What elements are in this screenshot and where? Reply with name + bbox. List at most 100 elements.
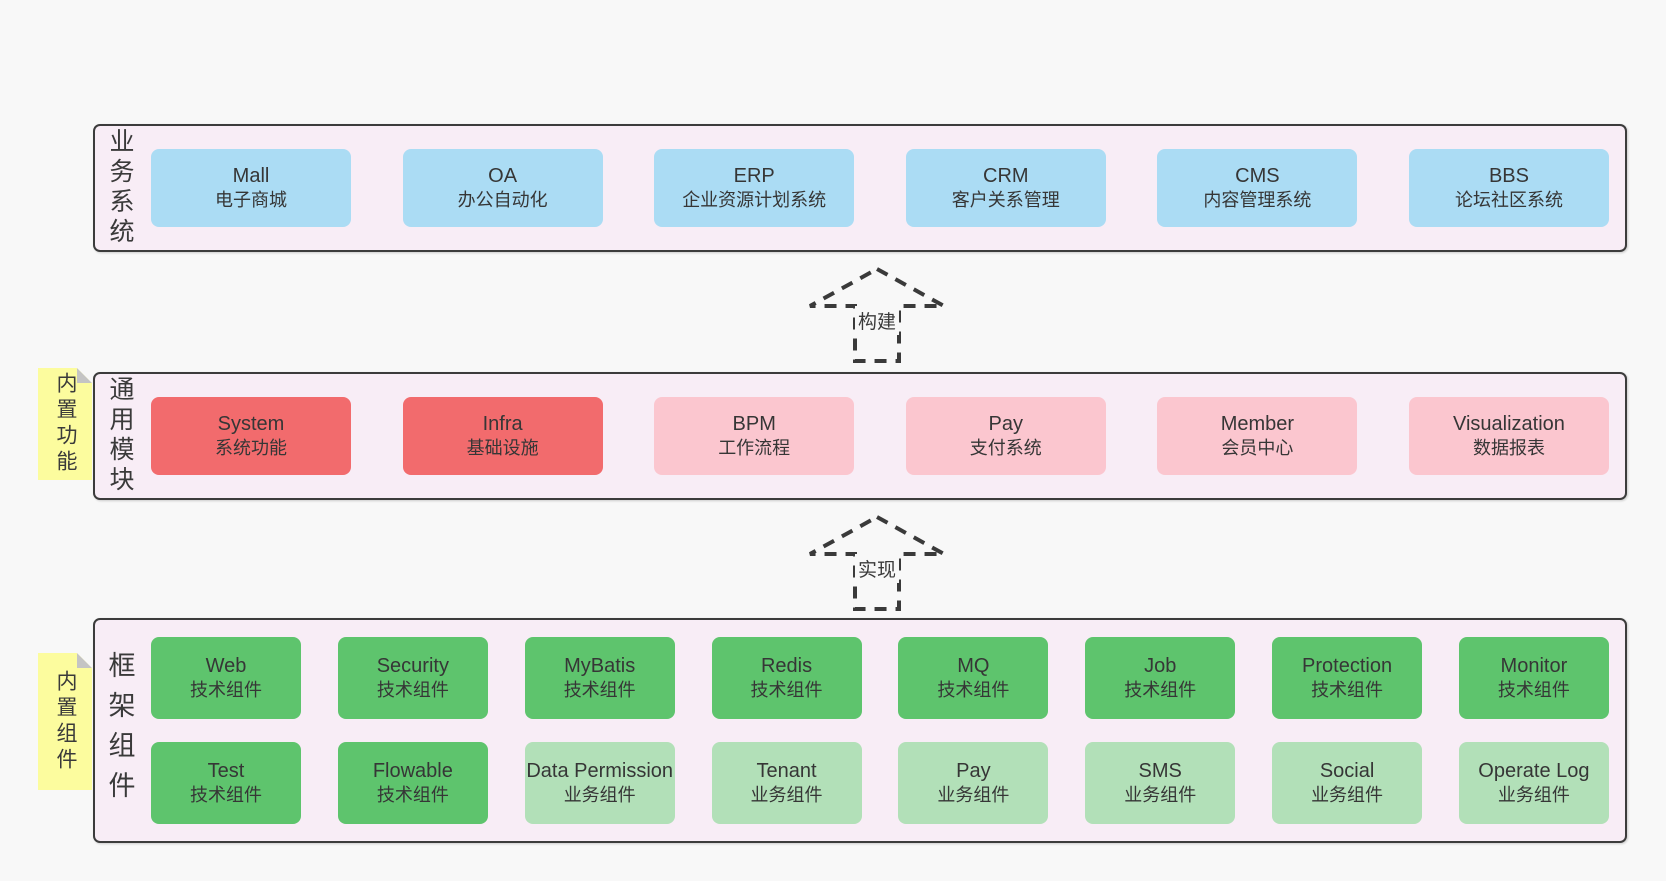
layer-framework-components: 框架组件 Web 技术组件 Security 技术组件 MyBatis 技术组件… [93,618,1627,843]
framework-components-row-1: Web 技术组件 Security 技术组件 MyBatis 技术组件 Redi… [151,637,1609,719]
node-title: Infra [482,412,523,435]
node-subtitle: 技术组件 [563,680,636,701]
layer-label-business-systems: 业务系统 [106,128,134,248]
node-title: Security [376,654,449,677]
node-crm: CRM 客户关系管理 [905,149,1106,227]
node-subtitle: 内容管理系统 [1203,190,1312,211]
node-title: Job [1144,654,1177,677]
node-title: ERP [733,164,775,187]
layer-business-systems: 业务系统 Mall 电子商城 OA 办公自动化 ERP 企业资源计划系统 CRM… [93,124,1627,252]
node-subtitle: 电子商城 [215,190,287,211]
node-title: Monitor [1500,654,1568,677]
node-erp: ERP 企业资源计划系统 [654,149,855,227]
node-system: System 系统功能 [151,397,351,475]
node-subtitle: 办公自动化 [457,190,548,211]
implement-arrow-label: 实现 [854,554,900,583]
node-title: BPM [732,412,776,435]
node-redis: Redis 技术组件 [711,637,862,719]
node-subtitle: 工作流程 [718,438,791,459]
node-subtitle: 业务组件 [937,785,1010,806]
node-cms: CMS 内容管理系统 [1157,149,1358,227]
node-subtitle: 业务组件 [1124,785,1197,806]
node-title: Pay [956,759,991,782]
node-subtitle: 技术组件 [376,680,449,701]
node-subtitle: 技术组件 [190,785,262,806]
node-title: CMS [1235,164,1280,187]
node-title: System [217,412,285,435]
node-title: Pay [988,412,1024,435]
node-subtitle: 技术组件 [1311,680,1384,701]
node-title: Member [1220,412,1295,435]
node-job: Job 技术组件 [1085,637,1236,719]
node-subtitle: 技术组件 [937,680,1010,701]
node-title: SMS [1138,759,1182,782]
node-subtitle: 企业资源计划系统 [682,190,827,211]
sticky-note-label: 内置组件 [54,669,77,774]
node-title: Flowable [372,759,453,782]
layer-label-common-modules: 通用模块 [106,376,134,496]
node-subtitle: 业务组件 [1311,785,1384,806]
node-subtitle: 技术组件 [1124,680,1197,701]
node-tenant: Tenant 业务组件 [711,742,862,824]
node-title: Mall [232,164,270,187]
node-operate-log: Operate Log 业务组件 [1458,742,1609,824]
node-security: Security 技术组件 [337,637,488,719]
node-sms: SMS 业务组件 [1085,742,1236,824]
node-subtitle: 支付系统 [969,438,1042,459]
dashed-up-arrow-icon [809,266,945,363]
common-modules-row: System 系统功能 Infra 基础设施 BPM 工作流程 Pay 支付系统… [145,397,1625,475]
node-subtitle: 数据报表 [1472,438,1545,459]
node-subtitle: 技术组件 [376,785,449,806]
node-visualization: Visualization 数据报表 [1408,397,1609,475]
node-flowable: Flowable 技术组件 [337,742,488,824]
node-subtitle: 系统功能 [215,438,287,459]
node-data-permission: Data Permission 业务组件 [524,742,675,824]
node-subtitle: 技术组件 [190,680,262,701]
node-title: MQ [957,654,990,677]
node-title: BBS [1488,164,1529,187]
node-title: Operate Log [1478,759,1590,782]
node-social: Social 业务组件 [1272,742,1423,824]
node-title: Test [207,759,245,782]
sticky-note-label: 内置功能 [54,372,77,476]
node-title: Tenant [756,759,817,782]
node-monitor: Monitor 技术组件 [1458,637,1609,719]
node-title: Social [1319,759,1375,782]
framework-components-row-2: Test 技术组件 Flowable 技术组件 Data Permission … [151,742,1609,824]
node-bpm: BPM 工作流程 [654,397,855,475]
node-subtitle: 论坛社区系统 [1454,190,1563,211]
layer-common-modules: 通用模块 System 系统功能 Infra 基础设施 BPM 工作流程 Pay… [93,372,1627,500]
node-pay-system: Pay 支付系统 [905,397,1106,475]
node-title: Data Permission [526,759,674,782]
node-subtitle: 业务组件 [750,785,823,806]
node-subtitle: 技术组件 [1497,680,1570,701]
node-oa: OA 办公自动化 [402,149,603,227]
node-mybatis: MyBatis 技术组件 [524,637,675,719]
node-title: OA [488,164,518,187]
node-mq: MQ 技术组件 [898,637,1049,719]
node-subtitle: 业务组件 [1497,785,1570,806]
node-title: CRM [983,164,1029,187]
sticky-note-built-in-features: 内置功能 [38,368,92,480]
node-title: MyBatis [564,654,636,677]
node-title: Protection [1302,654,1393,677]
dashed-up-arrow-icon [809,514,945,611]
business-systems-row: Mall 电子商城 OA 办公自动化 ERP 企业资源计划系统 CRM 客户关系… [145,149,1625,227]
implement-arrow: 实现 [807,514,947,612]
node-bbs: BBS 论坛社区系统 [1408,149,1609,227]
node-title: Visualization [1453,412,1565,435]
node-subtitle: 业务组件 [563,785,636,806]
node-web: Web 技术组件 [151,637,301,719]
node-subtitle: 会员中心 [1221,438,1294,459]
node-test: Test 技术组件 [151,742,301,824]
node-title: Redis [760,654,813,677]
node-member: Member 会员中心 [1157,397,1358,475]
framework-components-rows: Web 技术组件 Security 技术组件 MyBatis 技术组件 Redi… [145,637,1625,824]
build-arrow: 构建 [807,266,947,364]
node-pay-component: Pay 业务组件 [898,742,1049,824]
node-infra: Infra 基础设施 [402,397,603,475]
node-mall: Mall 电子商城 [151,149,351,227]
node-title: Web [205,654,247,677]
layer-label-framework-components: 框架组件 [104,650,135,811]
build-arrow-label: 构建 [854,306,900,335]
